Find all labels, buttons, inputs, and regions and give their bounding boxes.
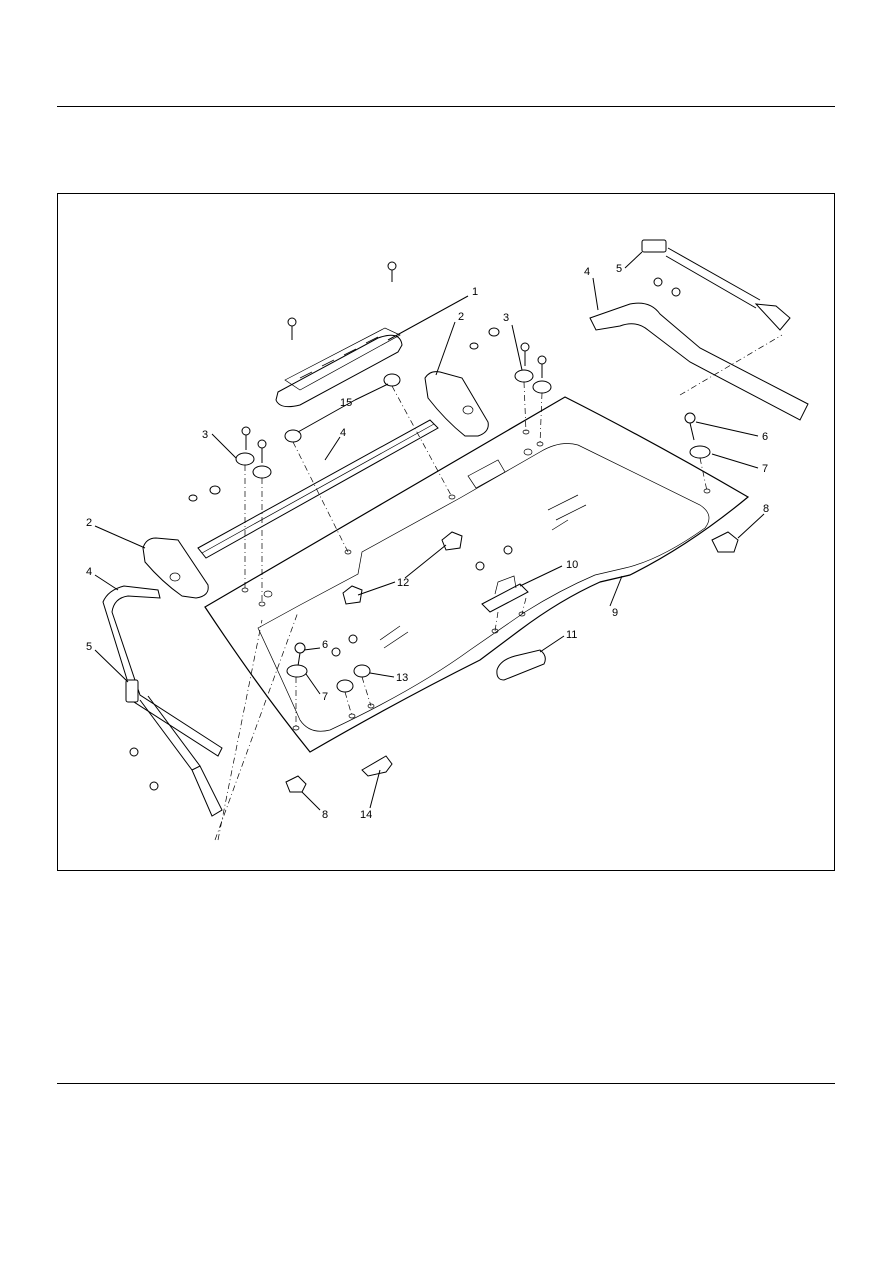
callout-3-left: 3: [202, 429, 208, 441]
glass-pad-right: [441, 531, 463, 551]
callout-14: 14: [360, 809, 372, 821]
lower-latch: [361, 755, 393, 777]
glass-pad-left: [342, 585, 363, 605]
callout-5-right: 5: [616, 263, 622, 275]
callout-2-right: 2: [458, 311, 464, 323]
header-rule: [57, 106, 835, 107]
alignment-lines: [214, 334, 783, 841]
lower-washers: [331, 634, 371, 693]
spacer-washers-left: [235, 426, 272, 479]
side-channel-right: [589, 302, 809, 421]
callout-1: 1: [472, 286, 478, 298]
ball-stud-left: [294, 642, 306, 667]
leader-lines: [94, 251, 765, 811]
callout-4-top: 4: [340, 427, 346, 439]
callout-8-right: 8: [763, 503, 769, 515]
callout-6-right: 6: [762, 431, 768, 443]
hinge-left: [142, 485, 221, 599]
callout-6-left: 6: [322, 639, 328, 651]
callout-7-left: 7: [322, 691, 328, 703]
callout-5-left: 5: [86, 641, 92, 653]
footer-rule: [57, 1083, 835, 1084]
lamp-grommets: [284, 373, 401, 443]
side-channel-left: [102, 585, 223, 757]
callout-2-left: 2: [86, 517, 92, 529]
top-channel: [197, 419, 439, 559]
callout-8-left: 8: [322, 809, 328, 821]
callout-10: 10: [566, 559, 578, 571]
callout-9: 9: [612, 607, 618, 619]
callout-11: 11: [566, 629, 577, 641]
stud-spacer-left: [286, 664, 308, 678]
callout-12: 12: [397, 577, 409, 589]
hinge-right: [424, 327, 500, 437]
high-mount-stop-lamp: [275, 261, 403, 408]
spacer-washers-right: [514, 342, 552, 394]
rear-glass-panel: [204, 396, 750, 753]
callout-4-right: 4: [584, 266, 590, 278]
lamp-screw-right: [387, 261, 397, 282]
gas-strut-right: [641, 239, 791, 331]
callout-3-right: 3: [503, 312, 509, 324]
callout-4-left: 4: [86, 566, 92, 578]
stud-spacer-right: [689, 445, 711, 459]
mounting-holes: [241, 429, 711, 731]
gas-strut-left: [125, 679, 223, 817]
diagram-frame: [57, 193, 835, 871]
stop-bumper-left: [285, 775, 307, 793]
lamp-screw-left: [287, 317, 297, 340]
callout-labels: 1 2 2 3 3 4 4 4 5 5 6 6 7 7 8 8 9 10 11 …: [86, 263, 769, 821]
ball-stud-right: [684, 412, 696, 441]
callout-7-right: 7: [762, 463, 768, 475]
latch-cover: [496, 649, 546, 681]
latch-striker: [475, 545, 529, 613]
stop-bumper-right: [711, 531, 739, 553]
callout-13: 13: [396, 672, 408, 684]
callout-15: 15: [340, 397, 352, 409]
